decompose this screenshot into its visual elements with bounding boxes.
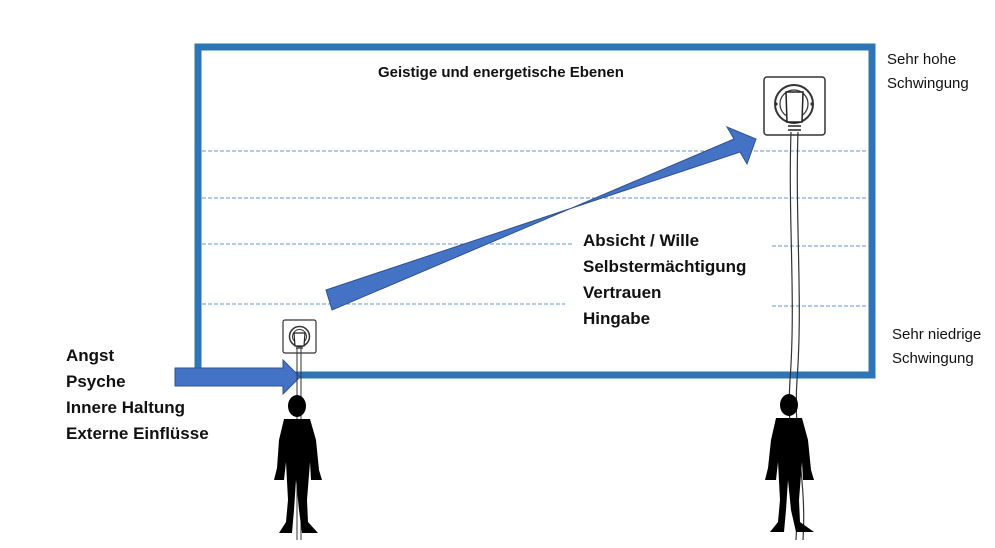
person-silhouette-icon xyxy=(765,394,814,532)
center-label: Vertrauen xyxy=(583,283,662,302)
left-label: Angst xyxy=(66,346,115,365)
high-vibration-line: Sehr hohe xyxy=(887,51,957,68)
low-vibration-line: Sehr niedrige xyxy=(892,326,982,343)
left-label: Externe Einflüsse xyxy=(66,424,209,443)
left-label: Innere Haltung xyxy=(66,398,186,417)
center-label: Hingabe xyxy=(583,309,651,328)
low-vibration-label: Sehr niedrige Schwingung xyxy=(892,323,981,371)
diagram-title: Geistige und energetische Ebenen xyxy=(378,64,624,81)
low-vibration-line: Schwingung xyxy=(892,350,974,367)
center-label: Absicht / Wille xyxy=(583,231,700,250)
person-silhouette-icon xyxy=(274,395,322,533)
high-vibration-label: Sehr hohe Schwingung xyxy=(887,48,969,96)
high-vibration-line: Schwingung xyxy=(887,75,969,92)
plug-icon xyxy=(785,91,804,131)
center-label: Selbstermächtigung xyxy=(583,257,747,276)
levels-frame xyxy=(194,43,876,379)
diagonal-arrow-icon xyxy=(325,125,757,311)
left-label: Psyche xyxy=(66,372,126,391)
horizontal-arrow-icon xyxy=(174,358,301,396)
left-label-list: Angst Psyche Innere Haltung Externe Einf… xyxy=(66,343,209,447)
plug-icon xyxy=(293,332,306,349)
level-lines xyxy=(202,150,868,307)
center-label-list: Absicht / Wille Selbstermächtigung Vertr… xyxy=(583,228,746,332)
